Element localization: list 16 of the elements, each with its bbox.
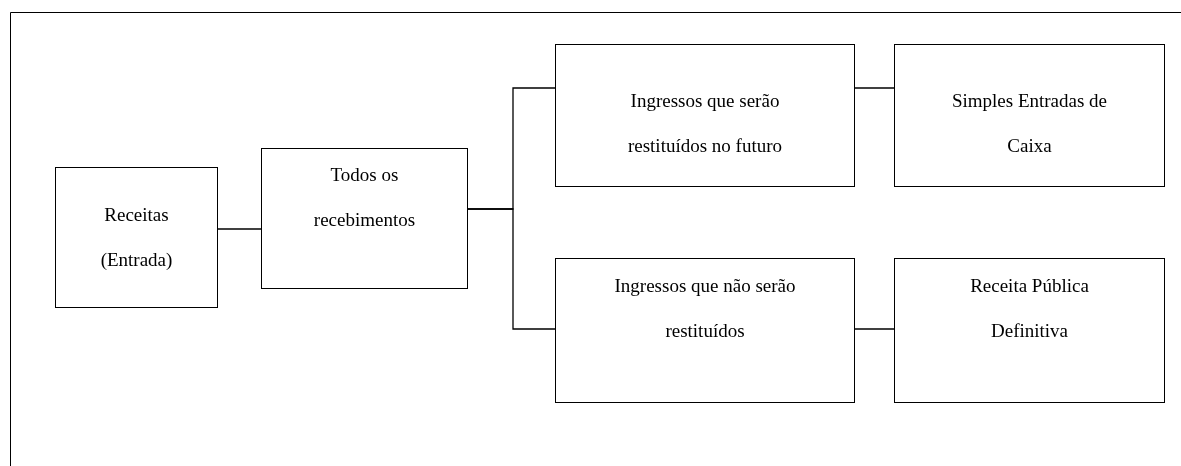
box-label: Ingressos que não serão restituídos	[613, 274, 797, 343]
process-box	[261, 148, 468, 289]
box-label: Simples Entradas de Caixa	[950, 89, 1109, 158]
process-box	[894, 44, 1165, 187]
box-label: Ingressos que serão restituídos no futuro	[626, 89, 784, 158]
box-label: Todos os recebimentos	[312, 163, 417, 232]
connector-line	[854, 87, 895, 89]
connector-line	[854, 328, 895, 330]
process-box	[555, 258, 855, 403]
process-box	[555, 44, 855, 187]
box-label: Receitas (Entrada)	[99, 203, 174, 272]
process-box	[894, 258, 1165, 403]
connector-line	[217, 228, 262, 230]
process-box	[55, 167, 218, 308]
connector-line	[467, 208, 556, 330]
box-label: Receita Pública Definitiva	[969, 274, 1090, 343]
